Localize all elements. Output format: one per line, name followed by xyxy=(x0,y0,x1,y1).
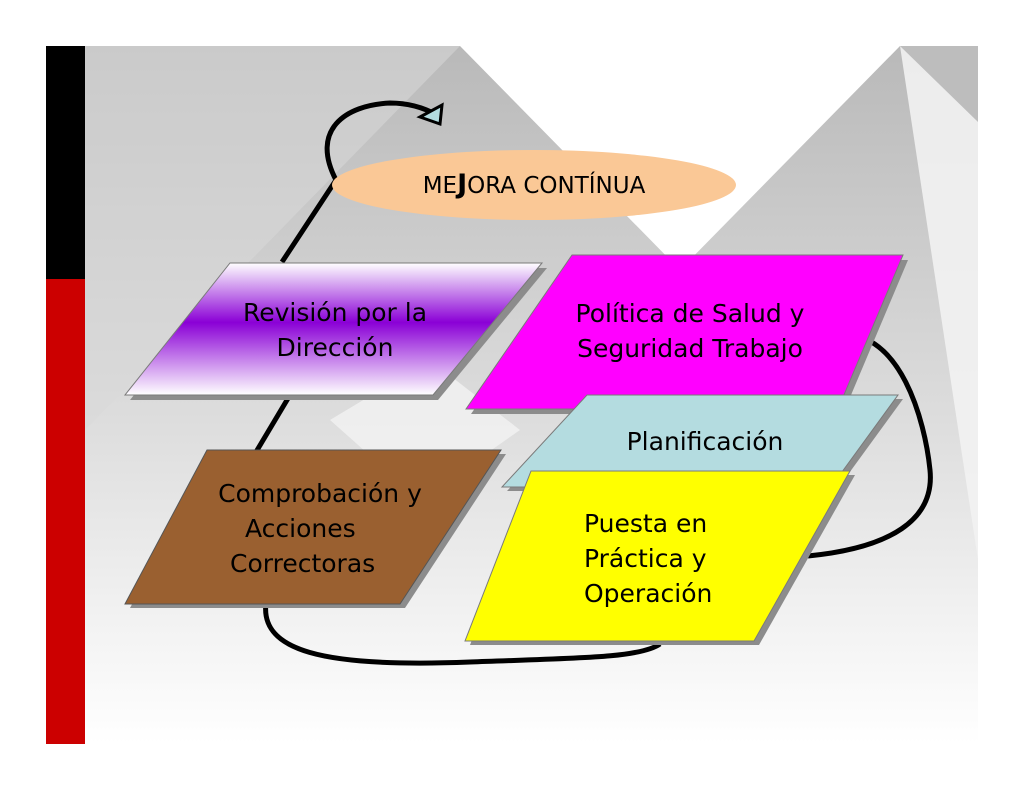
revision-line1: Revisión por la xyxy=(242,298,428,327)
mejora-post: ORA CONTÍNUA xyxy=(467,173,646,199)
arrow-head-icon xyxy=(416,102,444,127)
connector-politica-puesta xyxy=(807,332,933,559)
planificacion-line1: Planificación xyxy=(626,427,784,456)
mejora-continua-label: MEJORA CONTÍNUA xyxy=(332,165,736,205)
background-white-triangle-top xyxy=(460,46,900,270)
politica-line2: Seguridad Trabajo xyxy=(577,334,803,363)
revision-box xyxy=(123,262,544,396)
puesta-box xyxy=(464,470,851,642)
left-bar-red xyxy=(46,279,85,744)
revision-line2: Dirección xyxy=(276,333,394,362)
puesta-line3: Operación xyxy=(584,579,713,608)
comprobacion-box xyxy=(124,449,502,605)
comprobacion-line2: Acciones xyxy=(245,514,356,543)
connector-revision-comprobacion xyxy=(253,393,293,454)
left-bar-black xyxy=(46,46,85,279)
planificacion-label: Planificación xyxy=(580,424,830,459)
puesta-line1: Puesta en xyxy=(584,509,708,538)
background-white-wedge-right xyxy=(900,46,978,560)
mejora-pre: ME xyxy=(422,173,458,199)
revision-label: Revisión por la Dirección xyxy=(190,295,480,365)
puesta-label: Puesta en Práctica y Operación xyxy=(560,506,760,611)
mejora-j: J xyxy=(457,169,468,200)
arrow-curve-to-mejora xyxy=(279,100,439,264)
connector-comprobacion-puesta xyxy=(263,602,662,666)
politica-line1: Política de Salud y xyxy=(575,299,805,328)
puesta-line2: Práctica y xyxy=(584,544,707,573)
comprobacion-label: Comprobación y Acciones Correctoras xyxy=(175,476,465,581)
politica-label: Política de Salud y Seguridad Trabajo xyxy=(530,296,850,366)
comprobacion-line3: Correctoras xyxy=(230,549,376,578)
comprobacion-line1: Comprobación y xyxy=(218,479,422,508)
mejora-ellipse xyxy=(332,150,736,220)
